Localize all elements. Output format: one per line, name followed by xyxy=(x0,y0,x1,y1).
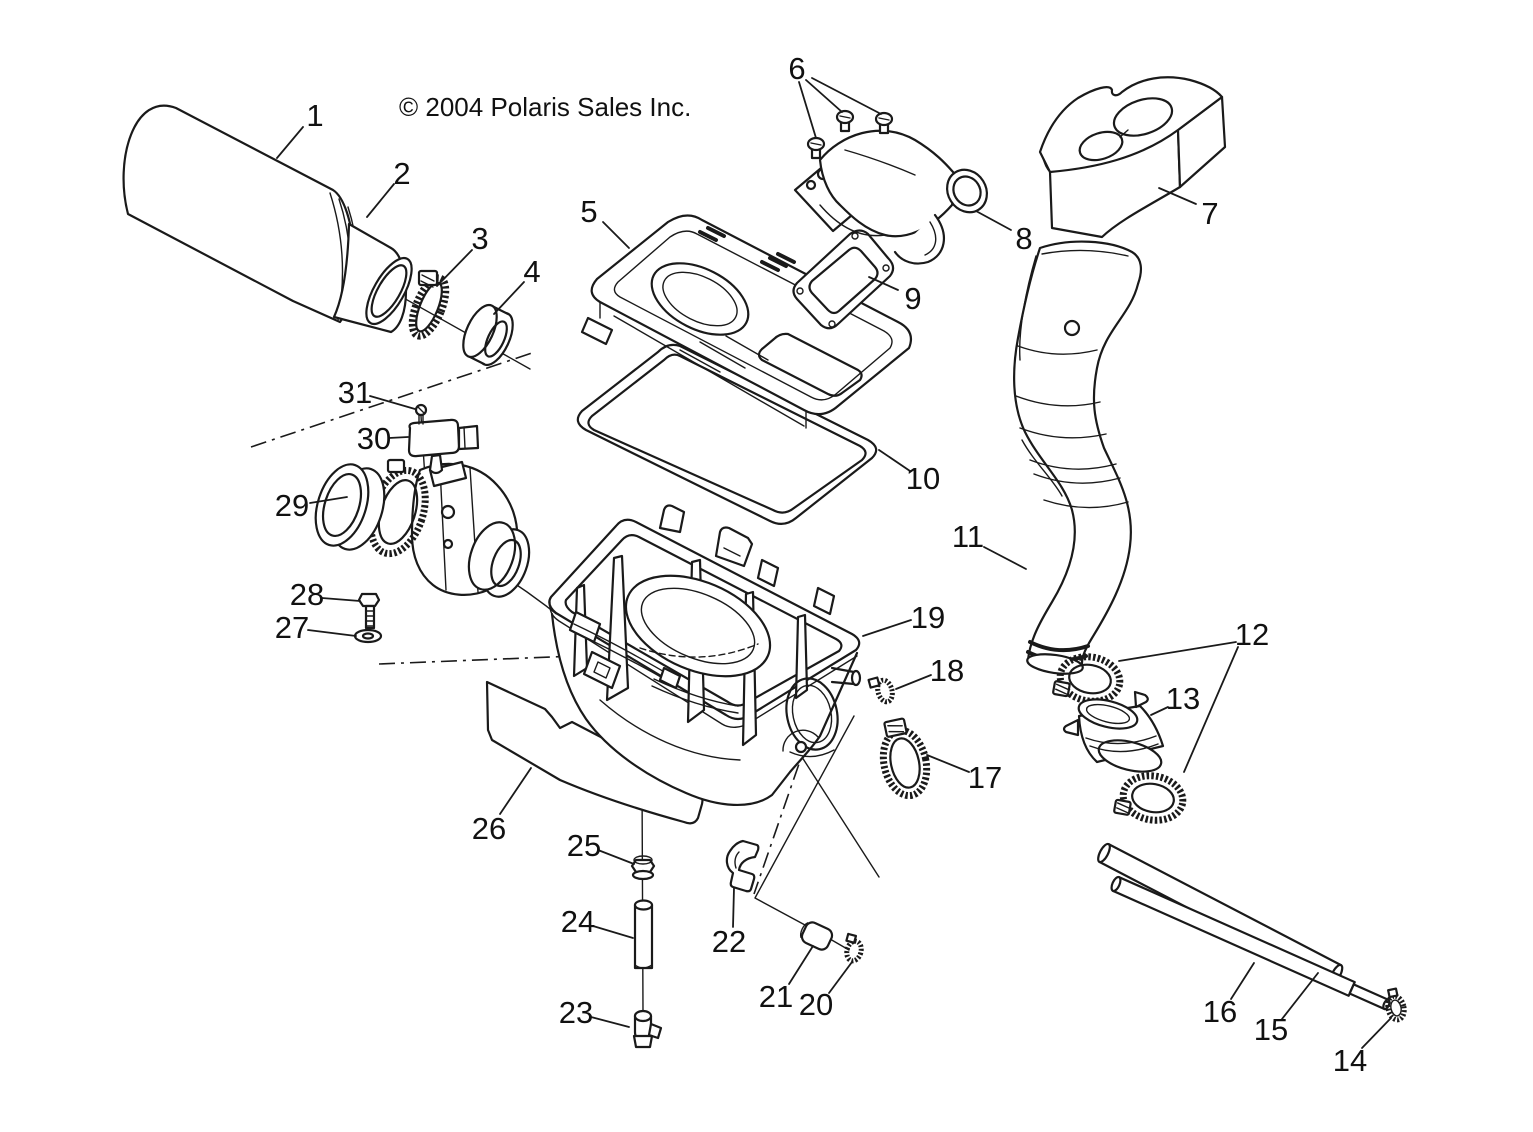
part-9-drawing xyxy=(792,229,895,330)
callout-3: 3 xyxy=(471,221,488,256)
callout-5: 5 xyxy=(580,194,597,229)
callout-27: 27 xyxy=(275,610,309,645)
part-29-drawing xyxy=(314,458,531,598)
callout-15: 15 xyxy=(1254,1012,1288,1047)
callout-19: 19 xyxy=(911,600,945,635)
part-17-drawing xyxy=(879,717,931,800)
callout-12: 12 xyxy=(1235,617,1269,652)
part-10-drawing xyxy=(576,343,878,525)
callout-31: 31 xyxy=(338,375,372,410)
callout-16: 16 xyxy=(1203,994,1237,1029)
part-19-drawing xyxy=(548,504,862,806)
callout-8: 8 xyxy=(1015,221,1032,256)
callout-30: 30 xyxy=(357,421,391,456)
part-13-drawing xyxy=(1062,690,1165,773)
part-4-drawing xyxy=(462,303,514,367)
part-7-drawing xyxy=(1038,76,1227,239)
part-28-drawing xyxy=(357,592,381,630)
leader-lines xyxy=(276,77,1392,1049)
callout-4: 4 xyxy=(523,254,540,289)
part-24-drawing xyxy=(633,899,654,970)
callout-22: 22 xyxy=(712,924,746,959)
part-11-drawing xyxy=(1013,240,1143,675)
callout-labels: 1234567891011121314151617181920212223242… xyxy=(275,51,1367,1078)
part-27-drawing xyxy=(353,628,383,644)
part-2-drawing xyxy=(332,222,413,334)
part-15-drawing xyxy=(1110,875,1391,1011)
callout-10: 10 xyxy=(906,461,940,496)
part-31-drawing xyxy=(414,403,428,425)
copyright-text: © 2004 Polaris Sales Inc. xyxy=(399,92,691,122)
callout-29: 29 xyxy=(275,488,309,523)
callout-20: 20 xyxy=(799,987,833,1022)
part-6-drawing xyxy=(806,109,894,160)
callout-28: 28 xyxy=(290,577,324,612)
part-18-drawing xyxy=(867,676,895,705)
part-12-drawing xyxy=(1052,653,1187,824)
part-14-drawing xyxy=(1385,987,1407,1023)
part-23-drawing xyxy=(632,1009,663,1049)
callout-2: 2 xyxy=(393,156,410,191)
part-8-drawing xyxy=(793,129,988,265)
callout-18: 18 xyxy=(930,653,964,688)
part-22-drawing xyxy=(725,839,760,893)
callout-7: 7 xyxy=(1201,196,1218,231)
callout-23: 23 xyxy=(559,995,593,1030)
callout-13: 13 xyxy=(1166,681,1200,716)
callout-17: 17 xyxy=(968,760,1002,795)
callout-11: 11 xyxy=(952,519,984,554)
callout-9: 9 xyxy=(904,281,921,316)
part-1-drawing xyxy=(122,104,359,324)
callout-26: 26 xyxy=(472,811,506,846)
callout-24: 24 xyxy=(561,904,595,939)
part-5-drawing xyxy=(580,214,913,429)
part-3-drawing xyxy=(408,269,450,340)
callout-21: 21 xyxy=(759,979,793,1014)
callout-6: 6 xyxy=(788,51,805,86)
part-25-drawing xyxy=(630,855,656,881)
part-20-drawing xyxy=(844,932,864,964)
callout-14: 14 xyxy=(1333,1043,1367,1078)
callout-25: 25 xyxy=(567,828,601,863)
part-30-drawing xyxy=(407,418,480,475)
callout-1: 1 xyxy=(306,98,323,133)
